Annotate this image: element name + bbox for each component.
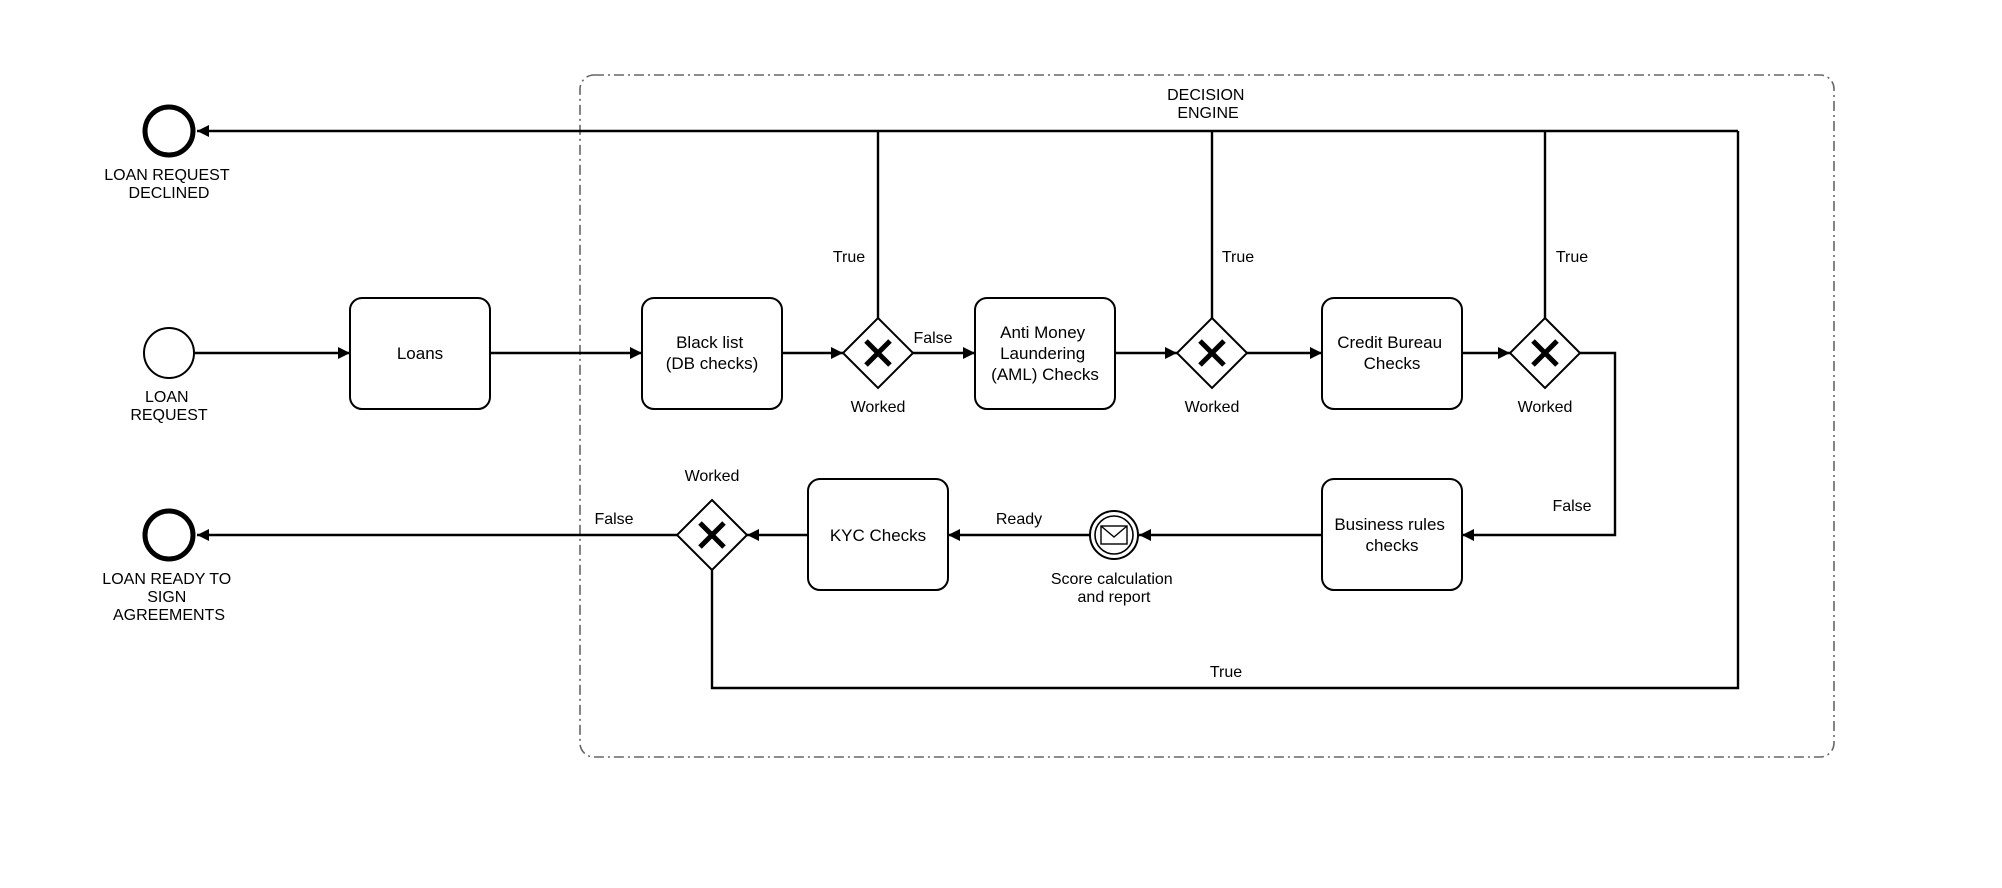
gateway-credit-worked: [1508, 316, 1582, 390]
gateway-aml-label: Worked: [1185, 399, 1240, 416]
loan-request-declined-end-event: [142, 104, 196, 158]
loan-ready-label: LOAN READY TO SIGN AGREEMENTS: [102, 571, 235, 624]
flow-label-g4-false: False: [594, 511, 633, 528]
envelope-icon: [1100, 525, 1128, 545]
flow-label-g1-false: False: [913, 330, 952, 347]
flow-label-ready: Ready: [996, 511, 1042, 528]
x-icon: [864, 339, 892, 367]
flow-label-g4-true: True: [1210, 664, 1242, 681]
flow-label-g3-true: True: [1556, 249, 1588, 266]
task-blacklist-label: Black list (DB checks): [666, 333, 759, 373]
task-aml: [974, 297, 1116, 410]
task-loans: [349, 297, 491, 410]
loan-request-start-event: [143, 327, 195, 379]
flow-gateway4-true-loop: [710, 131, 1740, 690]
task-loans-label: Loans: [397, 344, 443, 363]
x-icon: [698, 521, 726, 549]
decision-engine-label: DECISION ENGINE: [1167, 87, 1249, 122]
gateway-credit-label: Worked: [1518, 399, 1573, 416]
flow-label-g2-true: True: [1222, 249, 1254, 266]
task-blacklist: [641, 297, 783, 410]
sequence-flows: [195, 125, 1740, 690]
task-credit-bureau: [1321, 297, 1463, 410]
loan-ready-end-event: [142, 508, 196, 562]
score-calculation-event: [1089, 510, 1139, 560]
task-kyc-label: KYC Checks: [830, 526, 926, 545]
score-calculation-label: Score calculation and report: [1051, 571, 1177, 606]
loan-request-declined-label: LOAN REQUEST DECLINED: [104, 167, 234, 202]
task-aml-label: Anti Money Laundering (AML) Checks: [991, 323, 1099, 384]
decision-engine-group: [579, 74, 1835, 758]
gateway-blacklist-label: Worked: [851, 399, 906, 416]
gateway-kyc-label: Worked: [685, 468, 740, 485]
gateway-aml-worked: [1175, 316, 1249, 390]
flow-label-g3-false: False: [1552, 498, 1591, 515]
gateway-kyc-worked: [675, 498, 749, 572]
x-icon: [1531, 339, 1559, 367]
loan-request-label: LOAN REQUEST: [130, 389, 208, 424]
task-kyc: [807, 478, 949, 591]
flow-label-g1-true: True: [833, 249, 865, 266]
x-icon: [1198, 339, 1226, 367]
gateway-blacklist-worked: [841, 316, 915, 390]
task-credit-bureau-label: Credit Bureau Checks: [1337, 333, 1447, 373]
flow-gateway3-false-to-business: [1462, 351, 1617, 541]
task-business-rules-label: Business rules checks: [1334, 515, 1449, 555]
task-business-rules: [1321, 478, 1463, 591]
